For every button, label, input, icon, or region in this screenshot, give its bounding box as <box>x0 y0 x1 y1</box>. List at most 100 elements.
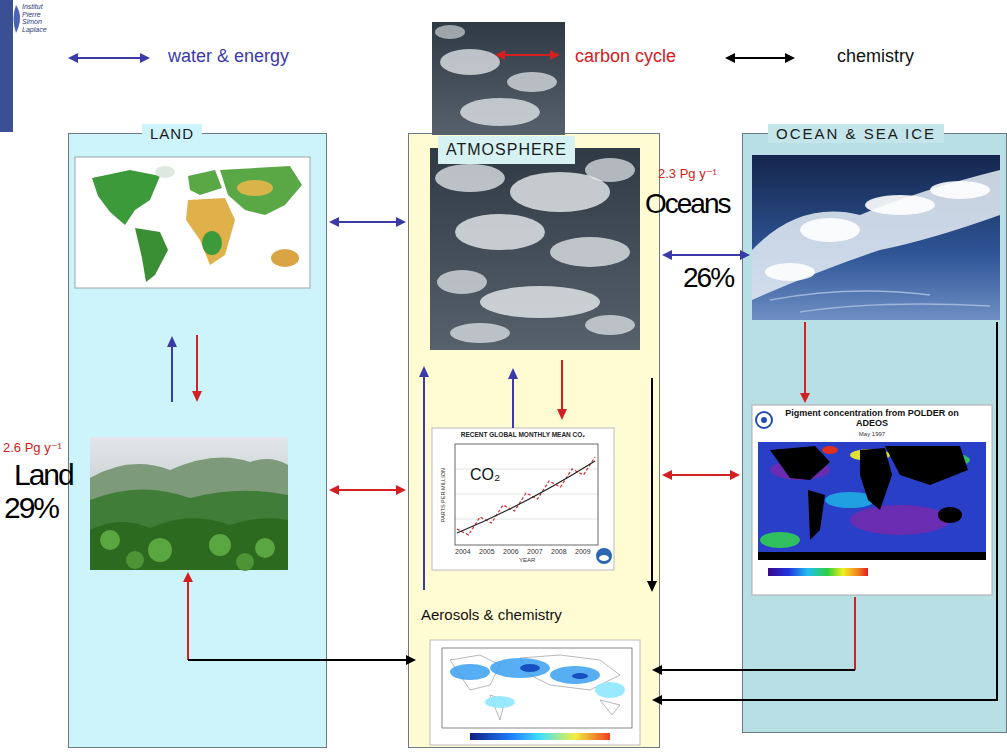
connector <box>662 470 740 480</box>
connector <box>329 217 406 227</box>
axis-tick: 2008 <box>551 548 567 556</box>
legend-arrowhead <box>495 50 505 60</box>
axis-title-holder: YEAR <box>519 557 535 564</box>
connector-arrowhead <box>396 485 406 495</box>
sink-name: Land <box>14 458 73 493</box>
cloud-blob <box>480 286 600 318</box>
legend-text-holder: chemistry <box>837 46 914 67</box>
aerosol-patch <box>550 666 600 684</box>
noaa-logo <box>599 555 609 561</box>
pigment-map <box>752 405 992 595</box>
trend-co2-curve <box>457 461 595 533</box>
chart-title: RECENT GLOBAL MONTHLY MEAN CO₂ <box>432 431 614 438</box>
sink-share: 26% <box>683 262 733 294</box>
flux-value: 2.6 Pg y⁻¹ <box>3 441 62 456</box>
carbon-arrow <box>196 335 198 393</box>
legend-arrow-sample <box>723 50 797 66</box>
aerosol-patch <box>485 696 515 708</box>
continent <box>135 228 168 282</box>
cloud-photo <box>432 22 565 135</box>
connector-arrowhead <box>329 485 339 495</box>
wave-foam <box>765 263 815 281</box>
wave-foam <box>930 181 990 199</box>
axis-tick: 2009 <box>575 548 591 556</box>
logo-ground <box>13 0 65 40</box>
carbon-arrowhead <box>192 391 202 402</box>
continent <box>202 231 222 255</box>
connector <box>662 250 750 260</box>
water-energy-arrow <box>171 345 173 402</box>
cloud-blob <box>550 237 630 267</box>
ocean-colour <box>758 442 986 560</box>
map-date: May 1997 <box>782 431 962 438</box>
aerosol-map-frame <box>442 648 632 728</box>
aerosol-patch <box>595 682 625 698</box>
legend-arrowhead <box>550 50 560 60</box>
sink-share-holder: 26% <box>683 262 733 294</box>
monthly-co2-curve <box>457 457 595 535</box>
connector <box>800 322 810 403</box>
carbon-arrowhead <box>557 409 567 420</box>
flux-value-holder: 2.6 Pg y⁻¹ <box>3 441 62 456</box>
panel-heading-holder: OCEAN & SEA ICE <box>768 124 944 143</box>
cloud-blob <box>450 323 510 343</box>
axis-title: YEAR <box>519 557 535 564</box>
aerosol-patch <box>450 664 490 680</box>
chemistry-arrowhead <box>647 581 657 592</box>
continent <box>808 490 825 540</box>
tree-crown <box>148 538 172 562</box>
legend-arrowhead <box>68 53 78 63</box>
water-energy-arrow <box>512 377 514 428</box>
forest-photo <box>90 437 288 570</box>
color-scale <box>768 568 868 576</box>
continent <box>860 448 892 510</box>
chart-title-holder: RECENT GLOBAL MONTHLY MEAN CO₂ <box>432 431 614 438</box>
tree-crown <box>255 538 275 558</box>
aerosol-patch <box>572 673 588 679</box>
tree-crown <box>126 551 144 569</box>
cloud-blob <box>435 25 465 39</box>
legend-arrowhead <box>785 53 795 63</box>
box-heading-holder: Aerosols & chemistry <box>421 606 562 623</box>
legend-text-holder: water & energy <box>168 46 289 67</box>
wave-foam <box>865 195 935 215</box>
connector-line <box>660 322 997 700</box>
vegetation-map <box>75 157 310 288</box>
map-date-holder: May 1997 <box>782 431 962 438</box>
wave-foam <box>752 170 1000 300</box>
connector-line <box>670 254 742 256</box>
pigment-patch <box>850 505 950 535</box>
connector-arrowhead <box>662 250 672 260</box>
connector-line <box>660 669 855 671</box>
sink-name: Oceans <box>645 188 730 220</box>
aerosol-patch <box>490 658 550 678</box>
continent <box>237 180 273 196</box>
chart-label: CO₂ <box>470 466 500 484</box>
co2-chart <box>432 428 614 570</box>
axis-tick-holder: 2007 <box>527 548 543 556</box>
connector-line <box>188 659 408 661</box>
institute-logo-text: Institut Pierre Simon Laplace <box>22 3 56 34</box>
connector-line <box>337 221 398 223</box>
continent <box>155 166 175 178</box>
grid-line <box>455 469 598 470</box>
map-title-holder: Pigment concentration from POLDER on ADE… <box>782 408 962 429</box>
pigment-patch <box>760 532 800 548</box>
axis-tick-holder: 2008 <box>551 548 567 556</box>
forest-hills <box>90 458 288 571</box>
institute-logo-text-holder: Institut Pierre Simon Laplace <box>22 3 56 34</box>
connector-line <box>670 474 732 476</box>
panel-heading: OCEAN & SEA ICE <box>768 124 944 143</box>
connector-arrowhead <box>662 470 672 480</box>
connector <box>183 572 416 665</box>
connector-arrowhead <box>329 217 339 227</box>
panel-heading-holder: LAND <box>142 124 202 143</box>
carbon-arrow <box>561 360 563 411</box>
legend-arrowhead <box>140 53 150 63</box>
connector-arrowhead <box>406 655 416 665</box>
sink-name-holder: Oceans <box>645 188 730 220</box>
plot-frame <box>455 444 598 545</box>
panel-heading: ATMOSPHERE <box>438 136 575 164</box>
cloud-blob <box>585 158 635 182</box>
